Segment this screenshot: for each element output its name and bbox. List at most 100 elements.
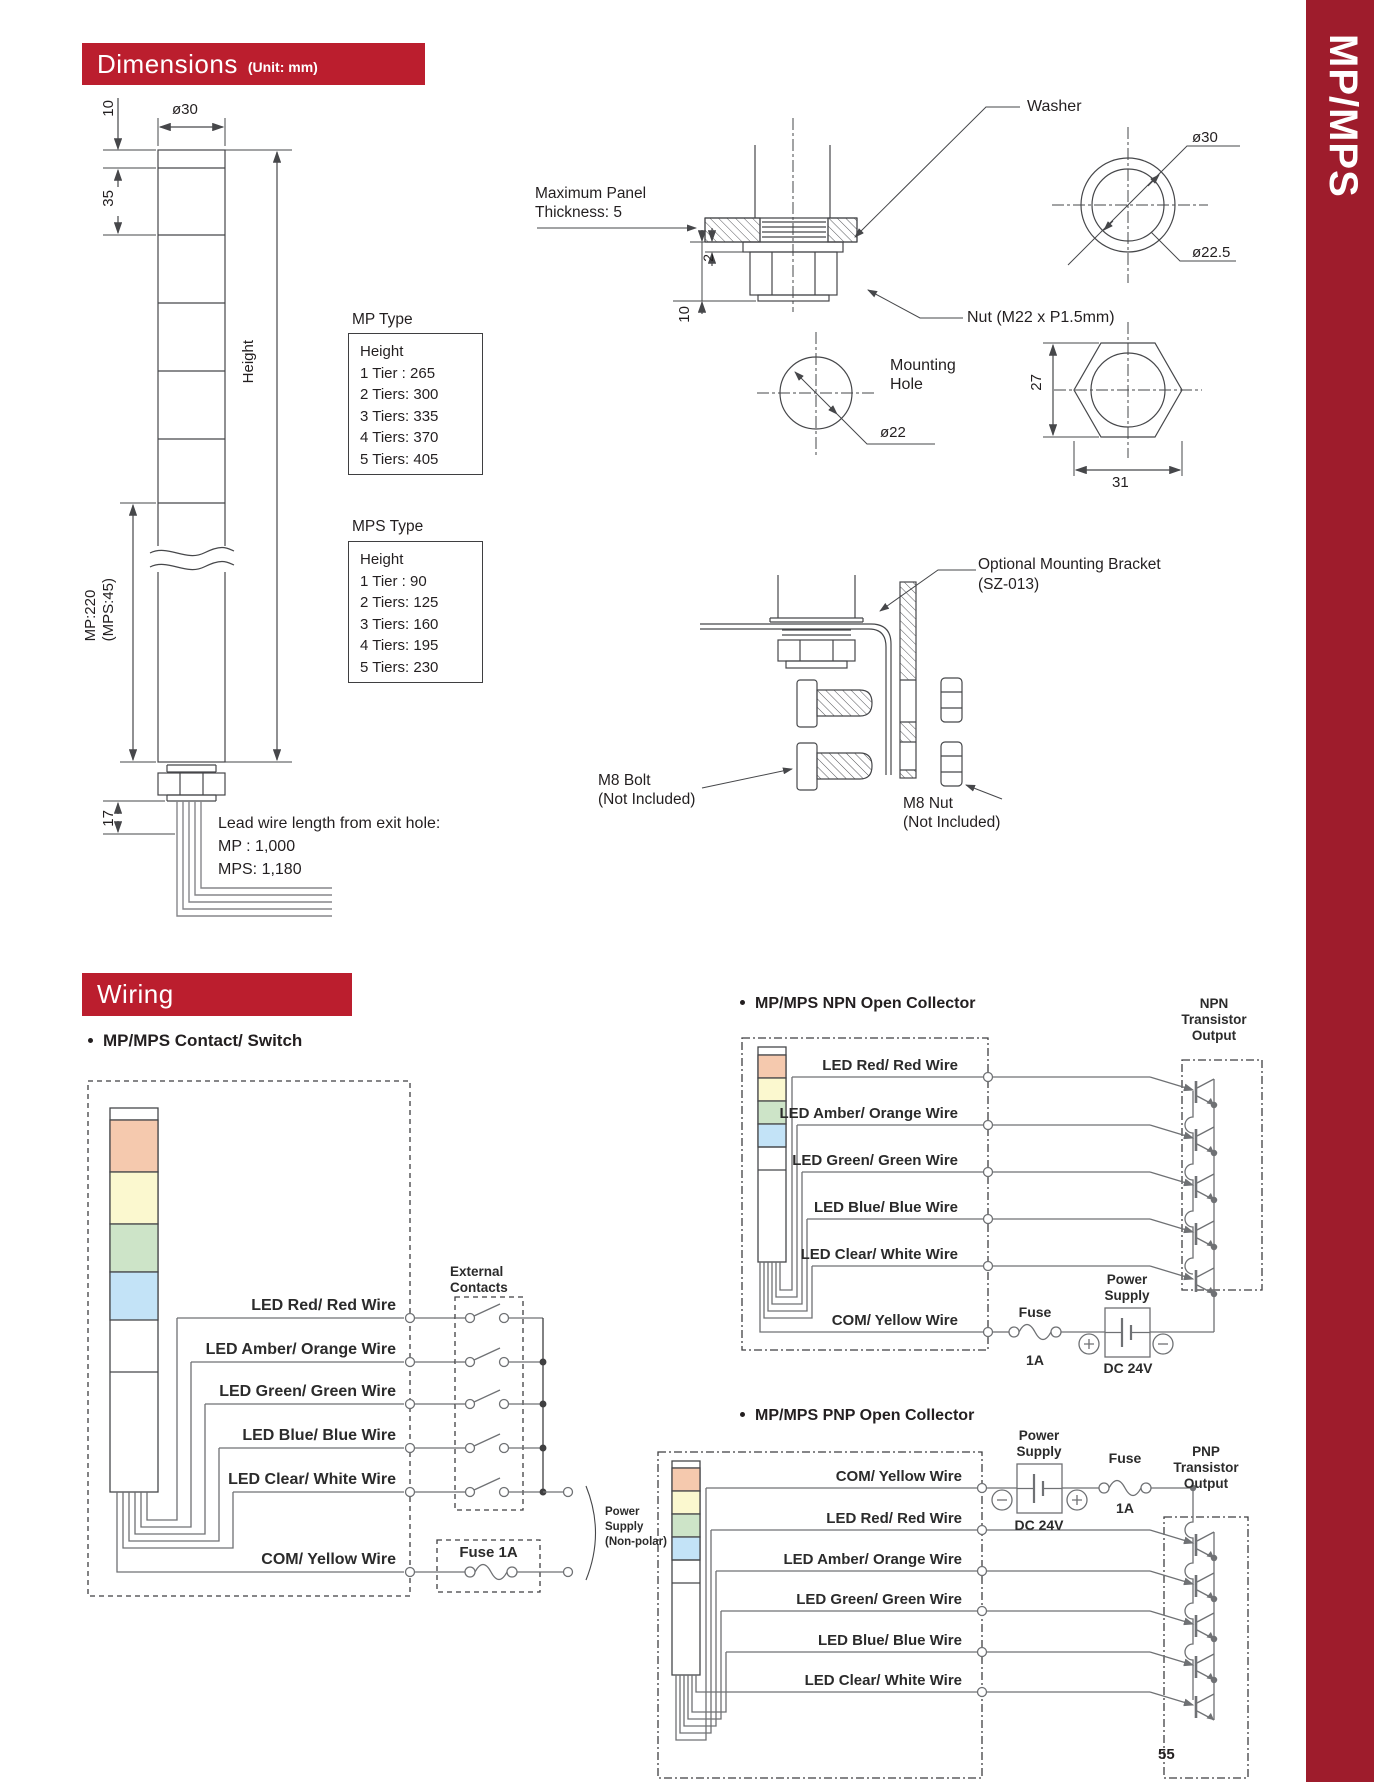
- mp-row-header: Height: [360, 343, 404, 360]
- dim-body-mp: MP:220: [82, 589, 99, 642]
- pnp-out-line3: Output: [1183, 1476, 1229, 1491]
- contact-tower: [109, 1107, 159, 1493]
- dim-across-corners: 31: [1112, 474, 1129, 491]
- dim-body-mps: (MPS:45): [100, 578, 117, 642]
- npn-dc-label: DC 24V: [1103, 1360, 1153, 1376]
- external-contacts-line2: Contacts: [450, 1280, 508, 1295]
- mp-table-title: MP Type: [352, 311, 413, 328]
- lead-wire-line2: MP : 1,000: [218, 838, 296, 855]
- dim-base-height: 17: [100, 810, 117, 827]
- ps-line3: (Non-polar): [605, 1536, 667, 1548]
- dim-height-label: Height: [240, 340, 257, 384]
- bracket-code: (SZ-013): [978, 576, 1040, 593]
- pnp-wire-clear: LED Clear/ White Wire: [804, 1672, 962, 1689]
- mounting-hole-line2: Hole: [890, 376, 923, 393]
- contact-switch-title-text: MP/MPS Contact/ Switch: [103, 1031, 303, 1050]
- mps-row-2: 2 Tiers: 125: [360, 594, 439, 611]
- npn-wire-com: COM/ Yellow Wire: [831, 1312, 958, 1329]
- npn-fuse-rating: 1A: [1026, 1352, 1044, 1368]
- mp-row-1: 1 Tier : 265: [360, 364, 436, 382]
- washer-inner-dia: ø22.5: [1192, 244, 1231, 261]
- power-supply-nonpolar-label: Power Supply (Non-polar): [605, 1505, 667, 1550]
- pnp-out-line2: Transistor: [1173, 1460, 1239, 1475]
- lead-wire-line1: Lead wire length from exit hole:: [218, 815, 441, 832]
- pnp-output-label: PNP Transistor Output: [1160, 1444, 1252, 1492]
- lead-wire-line3: MPS: 1,180: [218, 861, 302, 878]
- washer-label: Washer: [1027, 98, 1082, 115]
- wire-label-com: COM/ Yellow Wire: [261, 1551, 396, 1568]
- pnp-tower: [671, 1460, 701, 1676]
- mp-row-5: 5 Tiers: 405: [360, 450, 439, 468]
- npn-ps-line1: Power: [1106, 1272, 1148, 1287]
- dim-nut-depth: 10: [676, 306, 693, 323]
- mounting-hole-dia: ø22: [880, 424, 906, 441]
- wiring-header: Wiring: [82, 973, 352, 1016]
- contact-switch-title: MP/MPS Contact/ Switch: [88, 1031, 302, 1051]
- tier-red: [671, 1467, 701, 1492]
- pnp-wire-com: COM/ Yellow Wire: [835, 1468, 962, 1485]
- tier-blue: [671, 1536, 701, 1561]
- mps-table-title: MPS Type: [352, 518, 424, 535]
- bullet-icon: [88, 1038, 93, 1043]
- pnp-wire-red: LED Red/ Red Wire: [826, 1510, 962, 1527]
- m8-nut-note: (Not Included): [903, 814, 1001, 831]
- m8-bolt-label: M8 Bolt: [598, 772, 651, 789]
- pnp-fuse-label: Fuse: [1108, 1450, 1142, 1466]
- pnp-dc-label: DC 24V: [1014, 1517, 1064, 1533]
- npn-fuse-label: Fuse: [1018, 1304, 1052, 1320]
- dim-washer-thickness: 2: [700, 254, 716, 262]
- fuse-1a-label: Fuse 1A: [459, 1544, 518, 1561]
- dimensions-unit: (Unit: mm): [247, 59, 318, 75]
- dim-body-height: MP:220 (MPS:45): [82, 578, 118, 641]
- pnp-ps-line1: Power: [1018, 1428, 1060, 1443]
- nut-label: Nut (M22 x P1.5mm): [967, 309, 1115, 326]
- tower-drawing: [103, 98, 332, 917]
- npn-wire-blue: LED Blue/ Blue Wire: [813, 1199, 958, 1216]
- pnp-wire-green: LED Green/ Green Wire: [796, 1591, 962, 1608]
- side-tab-label: MP/MPS: [1321, 34, 1365, 198]
- wire-label-red: LED Red/ Red Wire: [251, 1297, 396, 1314]
- mps-row-header: Height: [360, 551, 404, 568]
- npn-out-line2: Transistor: [1181, 1012, 1247, 1027]
- mps-row-1: 1 Tier : 90: [360, 572, 427, 590]
- external-contacts-label: External Contacts: [450, 1264, 508, 1296]
- npn-wire-red: LED Red/ Red Wire: [822, 1057, 958, 1074]
- pnp-diagram-art: [657, 1451, 1249, 1779]
- max-panel-thickness-label: Maximum Panel Thickness: 5: [535, 184, 646, 222]
- pnp-fuse-rating: 1A: [1116, 1500, 1134, 1516]
- wire-label-green: LED Green/ Green Wire: [219, 1383, 396, 1400]
- npn-title: MP/MPS NPN Open Collector: [740, 995, 975, 1013]
- npn-output-label: NPN Transistor Output: [1168, 996, 1260, 1044]
- tier-yellow: [757, 1077, 787, 1102]
- wire-label-blue: LED Blue/ Blue Wire: [242, 1427, 396, 1444]
- bracket-assembly-drawing: [700, 569, 1003, 800]
- mp-type-table: Height 1 Tier : 265 2 Tiers: 300 3 Tiers…: [348, 333, 483, 475]
- ps-line2: Supply: [605, 1521, 644, 1533]
- tier-green: [671, 1513, 701, 1538]
- side-tab: MP/MPS: [1306, 0, 1374, 1782]
- dim-across-flats: 27: [1028, 374, 1045, 391]
- tier-red: [109, 1119, 159, 1173]
- lead-wire-note: Lead wire length from exit hole: MP : 1,…: [218, 812, 440, 881]
- wire-label-amber: LED Amber/ Orange Wire: [205, 1341, 396, 1358]
- dim-tower-diameter: ø30: [172, 101, 198, 118]
- ps-line1: Power: [605, 1506, 640, 1518]
- npn-wire-amber: LED Amber/ Orange Wire: [779, 1105, 958, 1122]
- mp-row-3: 3 Tiers: 335: [360, 407, 439, 425]
- npn-ps-line2: Supply: [1104, 1288, 1150, 1303]
- npn-out-line1: NPN: [1199, 996, 1229, 1011]
- npn-out-line3: Output: [1191, 1028, 1237, 1043]
- mounting-hole-label: Mounting Hole: [890, 356, 956, 394]
- m8-bolt-note: (Not Included): [598, 791, 696, 808]
- pnp-wire-amber: LED Amber/ Orange Wire: [783, 1551, 962, 1568]
- pnp-title-text: MP/MPS PNP Open Collector: [755, 1407, 975, 1424]
- wiring-title: Wiring: [97, 979, 174, 1009]
- tier-blue: [757, 1123, 787, 1148]
- external-contacts-line1: External: [450, 1264, 504, 1279]
- npn-power-supply-label: Power Supply: [1099, 1272, 1155, 1304]
- bracket-label: Optional Mounting Bracket: [978, 556, 1161, 573]
- npn-wire-clear: LED Clear/ White Wire: [800, 1246, 958, 1263]
- pnp-power-supply-label: Power Supply: [1011, 1428, 1067, 1460]
- npn-diagram-art: [741, 1037, 1263, 1359]
- washer-outer-dia: ø30: [1192, 129, 1218, 146]
